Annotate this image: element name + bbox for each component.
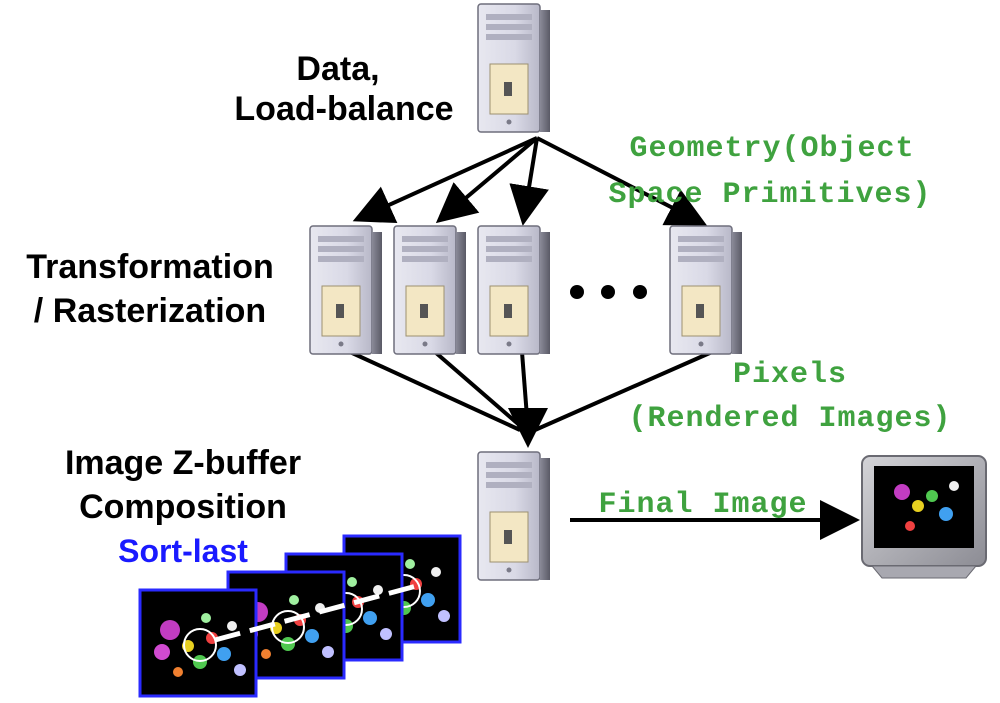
pixels-label-line2: (Rendered Images) <box>628 402 951 436</box>
pixels-label-line1: Pixels <box>733 358 847 392</box>
transform-label-line1: Transformation <box>26 248 273 286</box>
data-label-line1: Data, <box>296 50 379 88</box>
ellipsis-dots <box>570 285 647 299</box>
arrow-to-node-3 <box>509 137 549 226</box>
data-label-line2: Load-balance <box>234 90 453 128</box>
arrow-from-node-1 <box>349 350 521 432</box>
arrow-from-node-3 <box>520 351 530 431</box>
render-node-n-icon <box>669 225 743 355</box>
monitor-icon <box>861 455 987 579</box>
geometry-label-line2: Space Primitives) <box>608 178 931 212</box>
render-node-1-icon <box>309 225 383 355</box>
arrow-from-node-2 <box>433 350 527 432</box>
arrow-to-node-1 <box>352 136 538 224</box>
arrow-to-node-n <box>536 136 708 226</box>
render-node-3-icon <box>477 225 551 355</box>
render-nodes <box>309 225 743 355</box>
zbuffer-label-line1: Image Z-buffer <box>65 444 301 482</box>
partial-image-1 <box>138 588 258 698</box>
data-server-icon <box>477 3 551 133</box>
arrow-to-node-2 <box>435 136 539 224</box>
transform-label-line2: / Rasterization <box>34 292 266 330</box>
render-node-2-icon <box>393 225 467 355</box>
sort-last-label: Sort-last <box>118 533 248 569</box>
flow-arrows <box>349 136 860 540</box>
final-image-label: Final Image <box>598 488 807 522</box>
zbuffer-label-line2: Composition <box>79 488 287 526</box>
compositor-server-icon <box>477 451 551 581</box>
arrow-from-node-n <box>534 350 713 432</box>
geometry-label-line1: Geometry(Object <box>629 132 914 166</box>
